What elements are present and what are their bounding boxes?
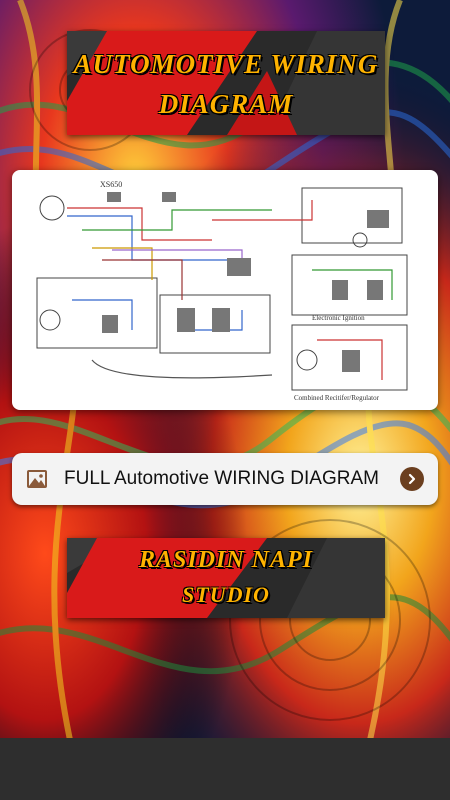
diagram-model-label: XS650 (100, 180, 122, 189)
bottom-bar (0, 738, 450, 800)
app-title-banner: AUTOMOTIVE WIRING DIAGRAM (67, 31, 385, 135)
banner-title-line1: AUTOMOTIVE WIRING (73, 49, 379, 79)
studio-banner: RASIDIN NAPI STUDIO (67, 538, 385, 618)
diagram-regulator-caption: Combined Recitifer/Regulator (294, 394, 380, 402)
chevron-right-icon (400, 467, 424, 491)
full-button-label: FULL Automotive WIRING DIAGRAM (64, 468, 379, 489)
studio-name-line1: RASIDIN NAPI (138, 547, 314, 573)
full-wiring-diagram-button[interactable]: FULL Automotive WIRING DIAGRAM (12, 453, 438, 505)
diagram-ignition-caption: Electronic Ignition (312, 314, 365, 322)
studio-name-line2: STUDIO (182, 582, 270, 607)
banner-title-line2: DIAGRAM (158, 89, 294, 119)
image-icon (27, 470, 47, 488)
wiring-diagram-preview[interactable]: XS650 Electronic Ignition Combined Recit… (12, 170, 438, 410)
